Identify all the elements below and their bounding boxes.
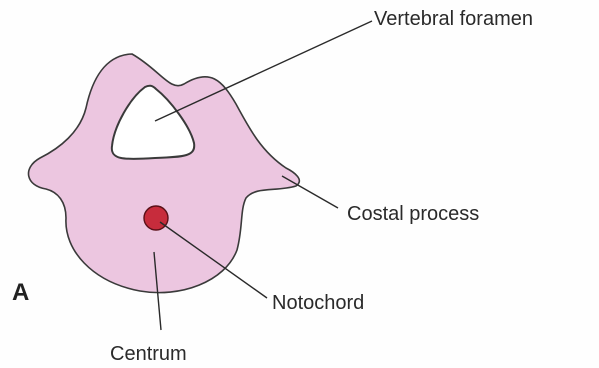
leader-line-vertebral-foramen (155, 21, 372, 121)
leader-line-costal-process (282, 176, 338, 208)
label-notochord: Notochord (272, 292, 364, 314)
panel-letter: A (12, 279, 29, 306)
label-centrum: Centrum (110, 343, 187, 365)
label-vertebral-foramen: Vertebral foramen (374, 8, 533, 30)
vertebra-body-icon (29, 54, 300, 293)
notochord-dot-icon (144, 206, 168, 230)
label-costal-process: Costal process (347, 203, 479, 225)
